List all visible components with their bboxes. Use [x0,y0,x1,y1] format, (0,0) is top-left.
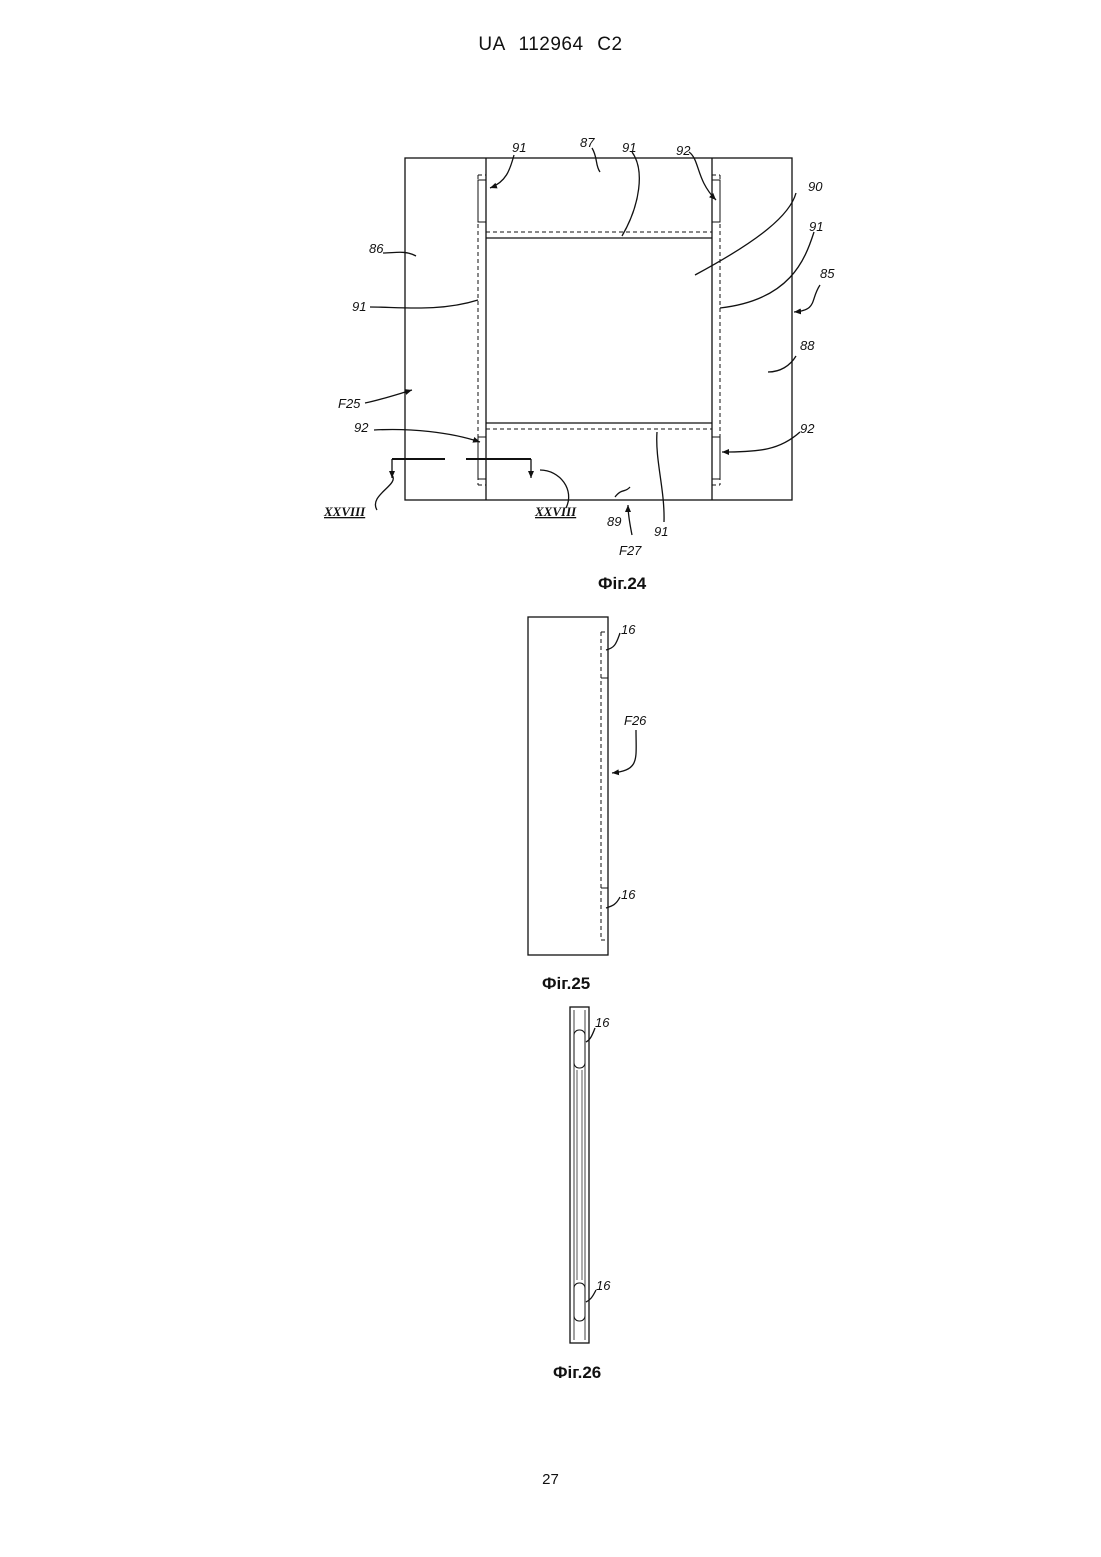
figure-24 [365,148,820,535]
figure-26 [570,1007,596,1343]
label: 92 [354,420,369,435]
label: 85 [820,266,835,281]
label: 91 [654,524,668,539]
label: 16 [595,1015,610,1030]
label: 16 [596,1278,611,1293]
label: 92 [800,421,815,436]
label: 92 [676,143,691,158]
label: 91 [512,140,526,155]
fig25-side-panel [528,617,608,955]
label: 91 [622,140,636,155]
label: 90 [808,179,823,194]
label: 91 [352,299,366,314]
figure-25 [528,617,636,955]
label: 89 [607,514,621,529]
figure-24-labels: 91 87 91 92 90 91 86 85 91 88 F25 92 92 … [323,135,835,558]
fig24-outer-panel [405,158,792,500]
figure-24-caption: Фіг.24 [598,574,646,594]
label: 88 [800,338,815,353]
label: 87 [580,135,595,150]
label: 91 [809,219,823,234]
label: 16 [621,622,636,637]
label: F25 [338,396,361,411]
fig26-edge-profile [570,1007,589,1343]
figure-26-caption: Фіг.26 [553,1363,601,1383]
section-label: XXVIII [323,504,366,519]
label: 16 [621,887,636,902]
label: 86 [369,241,384,256]
section-label: XXVIII [534,504,577,519]
label: F27 [619,543,642,558]
label: F26 [624,713,647,728]
page-number: 27 [0,1471,1101,1488]
figure-26-labels: 16 16 [595,1015,611,1293]
figure-25-caption: Фіг.25 [542,974,590,994]
